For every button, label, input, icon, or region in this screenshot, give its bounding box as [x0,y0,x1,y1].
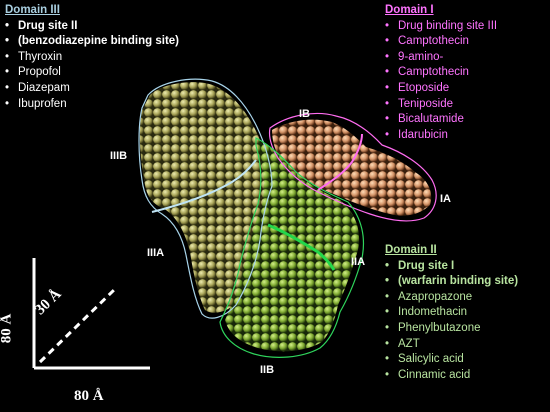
axis-label-horizontal: 80 Å [74,388,104,404]
domain-iii-body [139,82,272,313]
domain-i-title: Domain I [385,4,434,16]
domain-ii-panel: Domain II Drug site I(warfarin binding s… [385,243,518,383]
domain-iii-panel: Domain III Drug site II(benzodiazepine b… [5,3,179,112]
domain-i-list-item: Bicalutamide [385,112,497,128]
domain-ii-list-item: Phenylbutazone [385,321,518,337]
subdomain-label-iia: IIA [351,256,366,268]
domain-i-outline [268,112,437,222]
subdomain-label-ia: IA [440,193,451,205]
domain-ii-list-item: Drug site I [385,259,518,275]
domain-iii-list-item: (benzodiazepine binding site) [5,34,179,50]
subdomain-label-iib: IIB [260,364,275,376]
domain-i-list-item: Teniposide [385,97,497,113]
domain-i-body [272,119,432,216]
domain-ii-list-item: AZT [385,337,518,353]
domain-ii-list-item: Indomethacin [385,305,518,321]
domain-i-list-item: Drug binding site III [385,19,497,35]
domain-ii-list-item: (warfarin binding site) [385,274,518,290]
domain-i-list-item: 9-amino- [385,50,497,66]
subdomain-label-ib: IB [299,108,310,120]
domain-i-list-item: Etoposide [385,81,497,97]
domain-ii-title: Domain II [385,244,437,256]
domain-i-panel: Domain I Drug binding site IIICamptothec… [385,3,497,143]
domain-ii-list-item: Cinnamic acid [385,368,518,384]
divider-iia-iib [267,223,336,271]
axis-label-vertical: 80 Å [0,314,15,344]
domain-iii-list-item: Diazepam [5,81,179,97]
domain-ii-body [225,140,360,352]
domain-i-list-item: Idarubicin [385,128,497,144]
subdomain-label-iiib: IIIB [110,150,128,162]
divider-iiia-iiib [151,159,257,213]
scale-axes [32,258,150,370]
domain-i-list-item: Camptothecin [385,34,497,50]
domain-i-list-item: Camptothecin [385,65,497,81]
domain-iii-list-item: Ibuprofen [5,97,179,113]
domain-iii-outline [138,78,273,319]
domain-ii-list: Drug site I(warfarin binding site)Azapro… [385,259,518,384]
domain-iii-list-item: Propofol [5,65,179,81]
domain-iii-title: Domain III [5,4,60,16]
domain-ii-outline [219,137,365,358]
domain-iii-list-item: Drug site II [5,19,179,35]
domain-iii-list-item: Thyroxin [5,50,179,66]
domain-i-list: Drug binding site IIICamptothecin9-amino… [385,19,497,144]
domain-iii-list: Drug site II(benzodiazepine binding site… [5,19,179,113]
subdomain-label-iiia: IIIA [147,247,165,259]
divider-ia-ib [317,133,363,191]
domain-ii-list-item: Azapropazone [385,290,518,306]
domain-ii-list-item: Salicylic acid [385,352,518,368]
